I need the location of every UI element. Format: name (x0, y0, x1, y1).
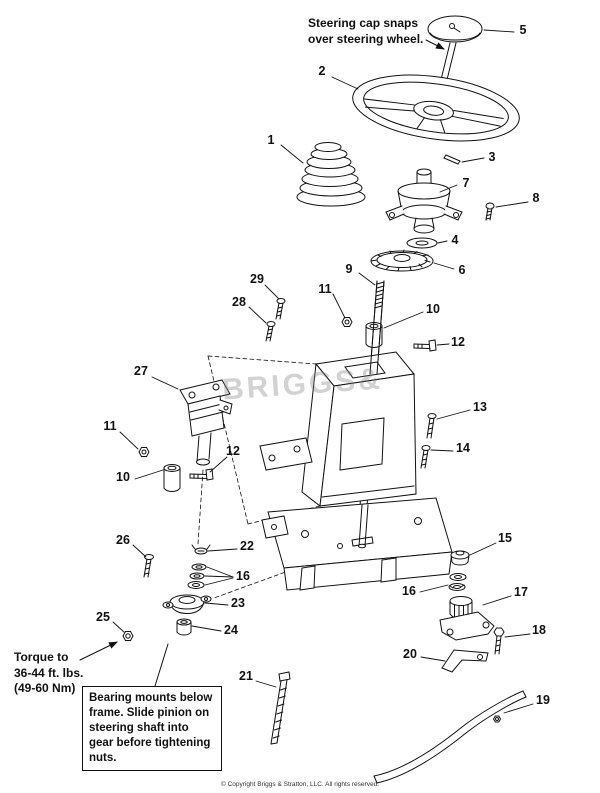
part-16-right-label: 16 (402, 584, 416, 598)
part-29-label: 29 (250, 272, 264, 286)
part-10-lower-label: 10 (116, 470, 130, 484)
torque-note-line1: Torque to (14, 650, 69, 664)
steering-boot-drawing (296, 142, 366, 207)
steering-cap-drawing (427, 15, 483, 43)
part-12-lower-label: 12 (226, 444, 240, 458)
part-10-upper-label: 10 (426, 302, 440, 316)
part-3-label: 3 (488, 150, 496, 164)
copyright-line: © Copyright Briggs & Stratton, LLC. All … (221, 781, 379, 788)
upper-support-drawing (385, 168, 463, 234)
pinion-gear-17-drawing (439, 596, 495, 641)
flange-bearing-23-drawing (162, 594, 212, 615)
nut-11-lower-drawing (138, 447, 150, 457)
part-22-label: 22 (240, 539, 254, 553)
part-7-label: 7 (462, 176, 470, 190)
leader-lines (112, 29, 534, 714)
bushing-10-lower-drawing (163, 464, 181, 493)
nut-25-drawing (122, 631, 134, 641)
cap-15-drawing (450, 550, 470, 566)
screw-29-drawing (275, 298, 286, 320)
torque-note: Torque to 36-44 ft. lbs. (49-60 Nm) (14, 650, 83, 697)
note-pointers (79, 39, 445, 687)
steering-cap-note-line2: over steering wheel. (308, 31, 424, 46)
rod-19-drawing (373, 690, 527, 784)
link-plate-20-drawing (441, 649, 489, 673)
bearing-note-box: Bearing mounts below frame. Slide pinion… (82, 686, 222, 771)
washer-4-drawing (406, 237, 438, 249)
part-24-label: 24 (224, 623, 238, 637)
part-1-label: 1 (267, 133, 275, 147)
part-12-upper-label: 12 (451, 335, 465, 349)
part-18-label: 18 (532, 623, 546, 637)
steering-cap-note-line1: Steering cap snaps (308, 16, 419, 30)
part-28-label: 28 (232, 295, 246, 309)
torque-note-line2: 36-44 ft. lbs. (14, 665, 84, 680)
part-5-label: 5 (519, 23, 527, 37)
part-23-label: 23 (231, 596, 245, 610)
steering-shaft-visible-segments (358, 280, 385, 549)
retainer-clip-22-drawing (191, 544, 211, 555)
steering-gear-assembly-drawing (179, 379, 233, 466)
torque-note-line3: (49-60 Nm) (14, 681, 76, 696)
part-9-label: 9 (345, 262, 353, 276)
washers-16-right-drawing (448, 573, 467, 591)
steering-disc-drawing (370, 249, 434, 272)
part-6-label: 6 (458, 263, 466, 277)
part-21-label: 21 (239, 669, 253, 683)
bushing-24-drawing (176, 618, 192, 636)
part-13-label: 13 (473, 400, 487, 414)
part-8-label: 8 (532, 191, 540, 205)
part-16-left-label: 16 (236, 569, 250, 583)
bolt-18-drawing (493, 627, 505, 655)
washers-16-left-drawing (187, 563, 207, 589)
part-2-label: 2 (318, 64, 326, 78)
screw-26-drawing (143, 554, 154, 578)
screw-28-drawing (265, 321, 276, 342)
part-26-label: 26 (116, 533, 130, 547)
part-4-label: 4 (451, 233, 459, 247)
part-11-upper-label: 11 (318, 282, 332, 296)
part-17-label: 17 (514, 585, 528, 599)
bolt-12-upper-drawing (413, 339, 437, 352)
part-15-label: 15 (498, 531, 512, 545)
screw-14-drawing (420, 445, 431, 469)
steering-wheel-drawing (352, 74, 520, 142)
screw-8-drawing (485, 202, 495, 221)
part-20-label: 20 (403, 647, 417, 661)
nut-11-upper-drawing (341, 317, 353, 327)
part-25-label: 25 (96, 610, 110, 624)
roll-pin-drawing (443, 154, 461, 165)
bolt-21-drawing (270, 671, 291, 745)
bolt-12-lower-drawing (189, 468, 214, 481)
part-19-label: 19 (536, 693, 550, 707)
steering-cap-note: Steering cap snaps over steering wheel. (308, 16, 423, 47)
frame-console-drawing (259, 351, 453, 591)
part-27-label: 27 (134, 364, 148, 378)
part-14-label: 14 (456, 441, 470, 455)
screw-13-drawing (426, 413, 437, 439)
part-11-lower-label: 11 (103, 419, 117, 433)
